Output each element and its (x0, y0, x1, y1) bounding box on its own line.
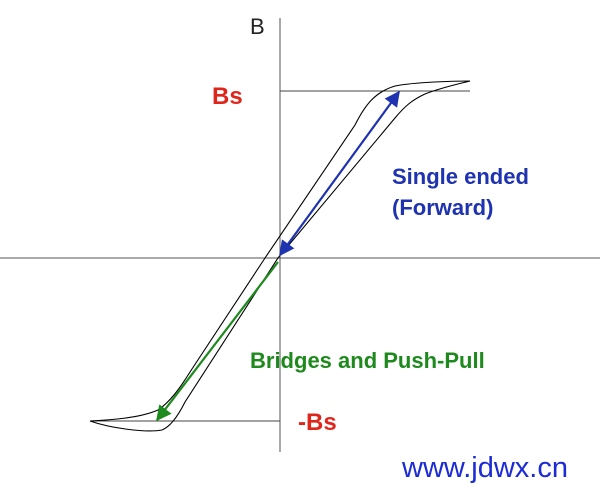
watermark-text: www.jdwx.cn (402, 452, 568, 484)
single-ended-line1: Single ended (392, 164, 529, 189)
bridges-push-pull-label: Bridges and Push-Pull (250, 348, 485, 373)
single-ended-arrow (279, 90, 400, 257)
bs-label: Bs (212, 83, 243, 110)
bridges-push-pull-arrow (156, 261, 279, 422)
y-axis-label: B (250, 14, 265, 39)
single-ended-label: Single ended (Forward) (392, 161, 529, 223)
neg-bs-label: -Bs (298, 409, 337, 436)
single-ended-line2: (Forward) (392, 195, 494, 220)
